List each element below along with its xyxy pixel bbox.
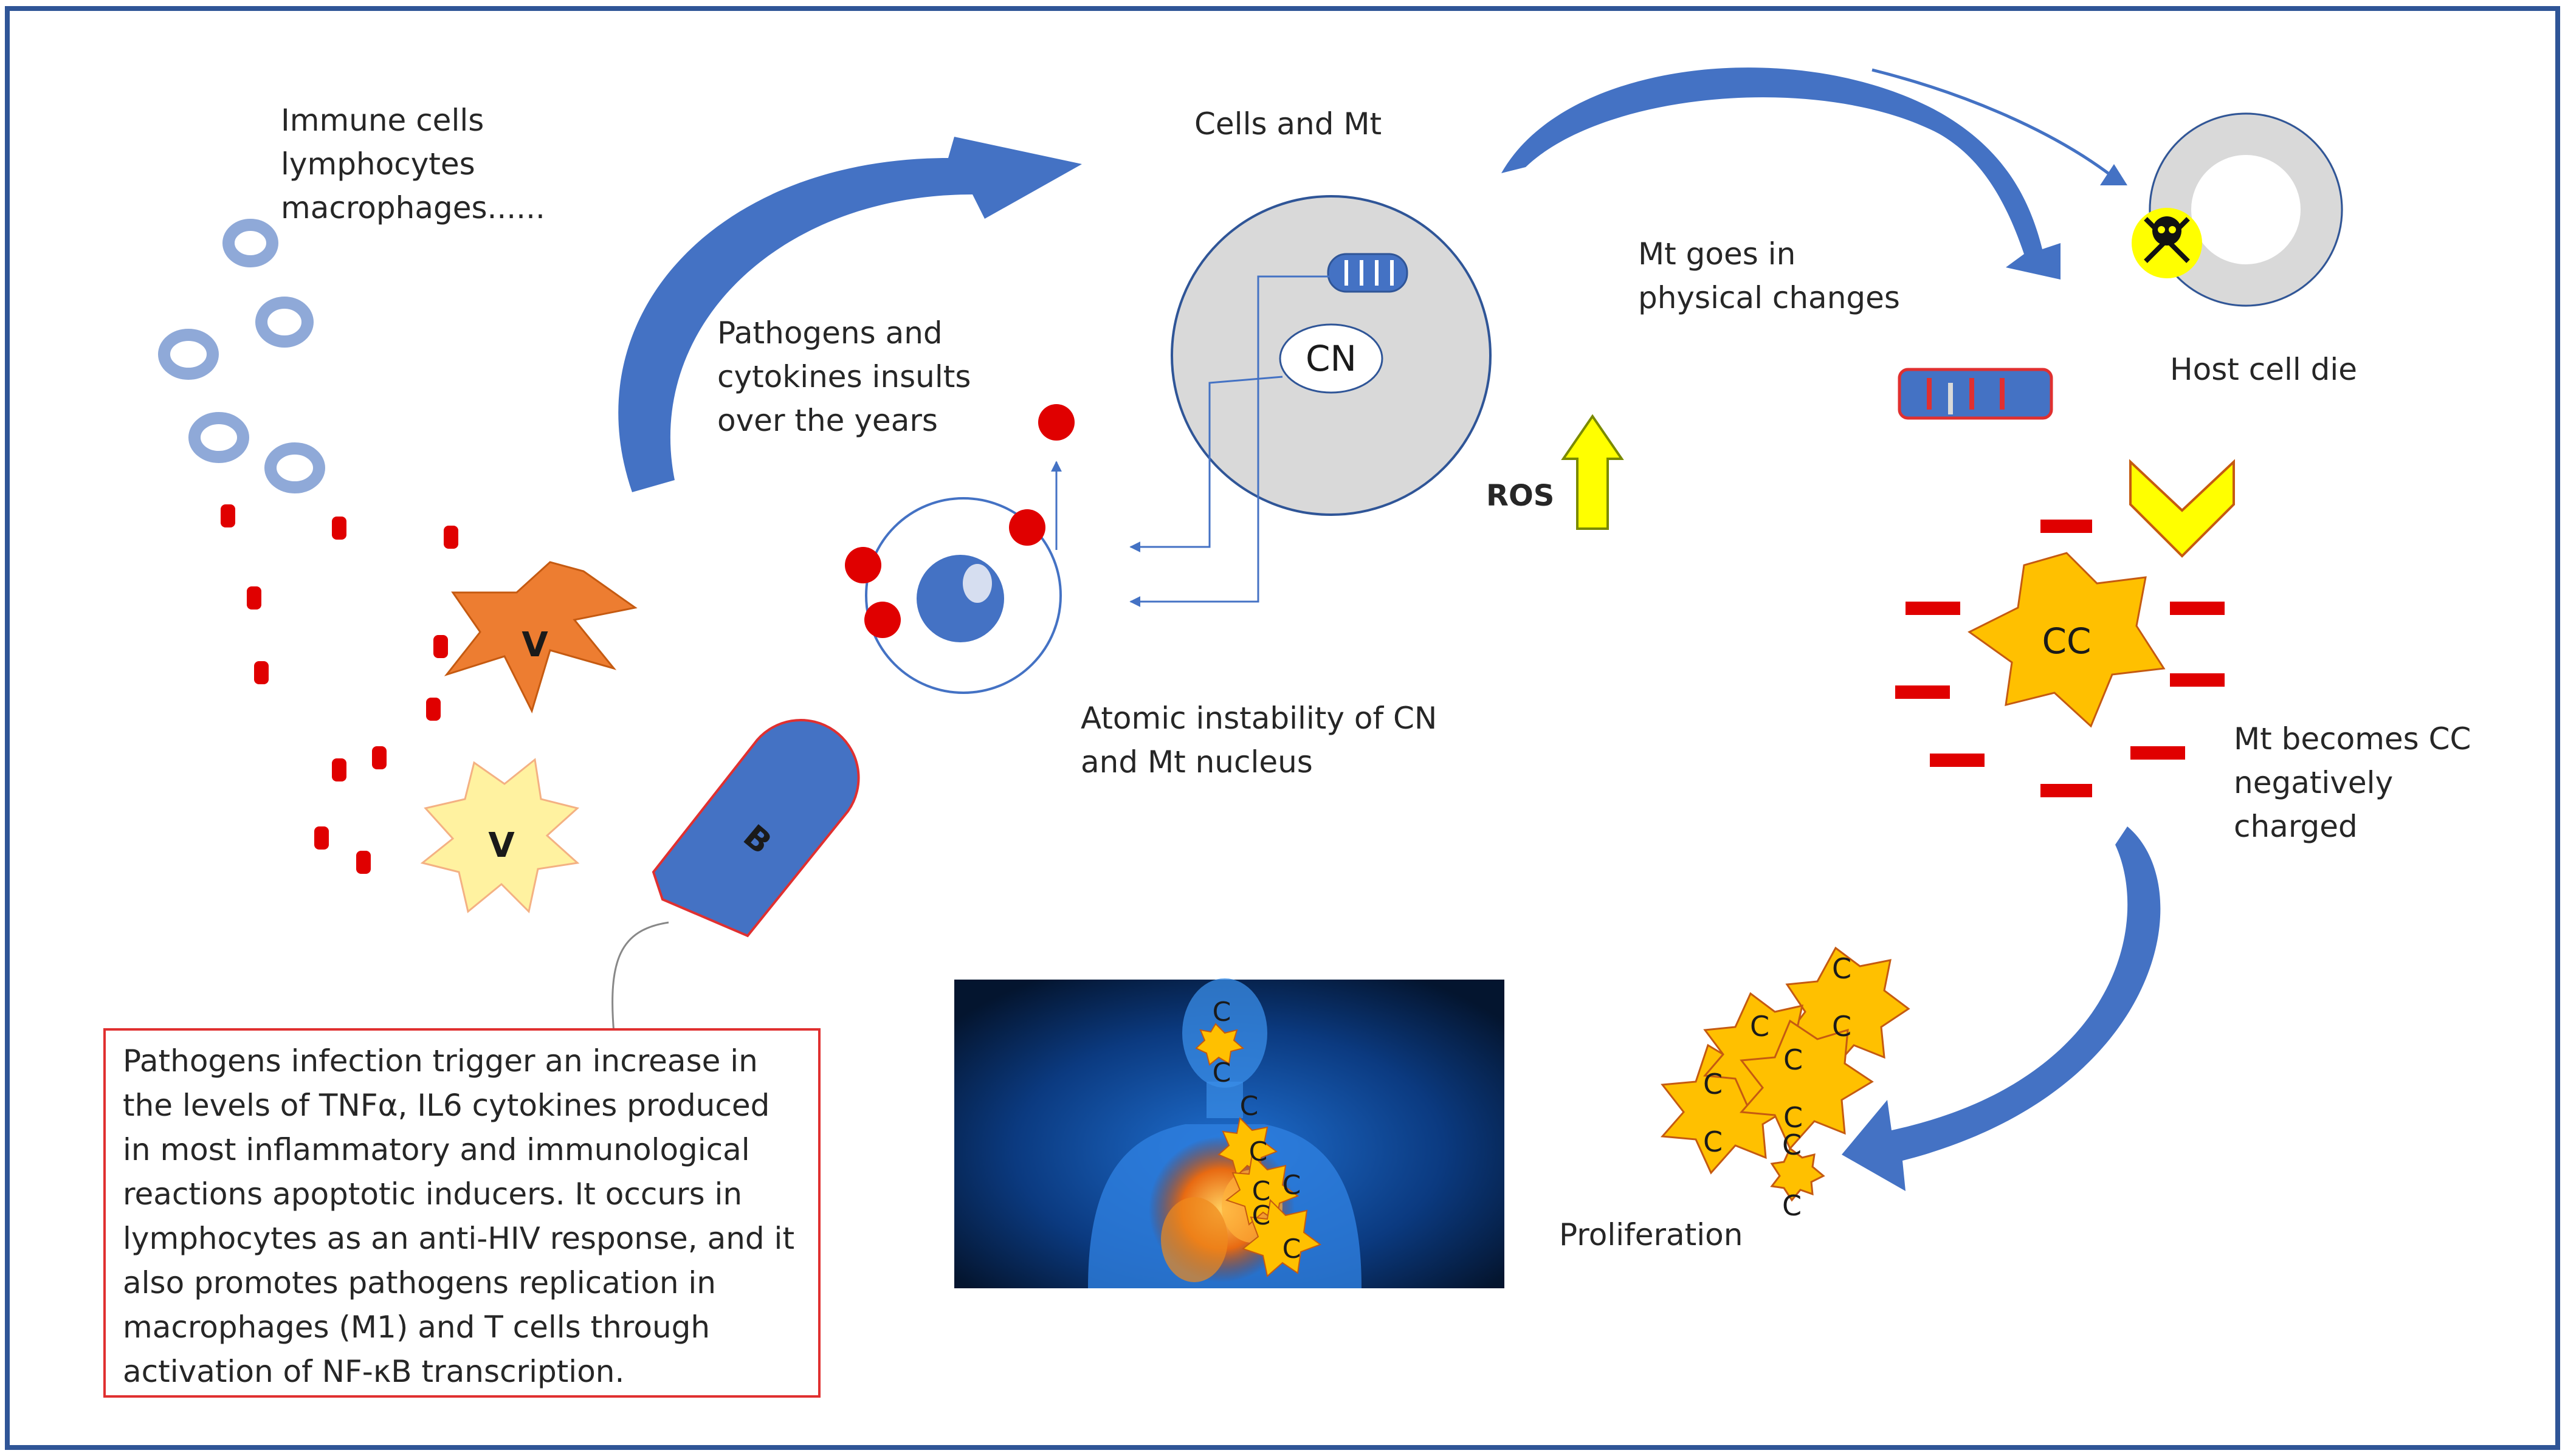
cytokine-dot [426,698,441,721]
negative-charge [2170,673,2225,687]
cytokine-dot [372,746,387,769]
outer-frame [5,6,2560,1450]
host-cell-die-label: Host cell die [2170,352,2358,387]
dying-host-cell-outline [2149,112,2343,307]
atomic-instability-label: Atomic instability of CN and Mt nucleus [1081,701,1437,780]
mt-to-atom-connector [1129,275,1331,607]
bacterium-connector [611,921,669,1034]
negative-charge [2130,746,2185,760]
cells-and-mt-label: Cells and Mt [1194,106,1382,142]
electron [845,547,881,583]
proliferation-label: Proliferation [1559,1217,1743,1252]
atom-nucleus [917,555,1004,642]
c-letter: C [1782,1189,1802,1222]
atom-orbit [865,497,1062,694]
cytokine-dot [247,586,261,610]
mt-becomes-cc-label: Mt becomes CC negatively charged [2234,721,2471,844]
negative-charge [1906,602,1960,615]
negative-charge [2040,520,2092,533]
thin-arrow-tip [2100,164,2127,185]
virus-orange-label: V [522,625,548,665]
human-body-image: C C C C C C C C [954,978,1504,1288]
cancer-cell [1770,1147,1825,1202]
virus-yellow [420,758,580,914]
c-letter: C [1213,1057,1231,1088]
immune-cell [222,219,278,267]
virus-yellow-label: V [488,826,515,865]
immune-cell [264,442,325,493]
c-letter: C [1783,1101,1803,1134]
c-letter: C [1249,1136,1268,1167]
c-letter: C [1782,1128,1802,1161]
negative-charge [2040,784,2092,797]
immune-cells [158,219,325,493]
cytokine-dot [332,517,346,540]
cell-nucleus-cn [1279,323,1383,394]
ros-up-arrow [1561,414,1624,530]
proliferation-c-labels: C C C C C C C C C [1703,952,1851,1222]
thin-arrow-to-cell [1871,68,2113,177]
cancer-cell [1739,1019,1874,1150]
free-electron [1038,404,1075,441]
c-letter: C [1703,1125,1723,1158]
ros-label: ROS [1486,479,1555,513]
changed-mitochondrion-icon [1898,368,2053,420]
cc-label: CC [2042,620,2092,662]
c-letter: C [1703,1068,1723,1101]
c-letter: C [1750,1010,1769,1043]
skull-crossbones-icon [2132,208,2202,278]
negative-charge [1930,754,1985,767]
atom-nucleus-highlight [963,564,992,603]
mitochondrion-icon [1327,253,1408,293]
c-letter: C [1783,1043,1803,1076]
negative-charges [1895,520,2225,797]
cytokine-dot [221,504,235,527]
c-letter: C [1240,1091,1259,1122]
chevron-down-arrow [2129,459,2235,558]
cytokine-dot [332,758,346,781]
c-letter: C [1252,1176,1271,1207]
c-letter: C [1213,997,1231,1028]
cn-label: CN [1306,338,1357,379]
immune-cells-label: Immune cells lymphocytes macrophages....… [281,103,545,225]
proliferating-cancer-cells [1660,946,1910,1202]
cytokine-dot [356,851,371,874]
immune-cell [255,297,314,348]
atom-diagram [845,404,1075,694]
c-letter: C [1832,952,1851,985]
electron [864,602,901,638]
cytokine-particles [221,504,458,874]
pathogens-insults-label: Pathogens and cytokines insults over the… [717,315,971,438]
curved-arrow-pathogens [618,137,1082,492]
immune-cell [188,412,249,463]
cancer-cell-cc [1968,552,2166,728]
c-letter: C [1282,1234,1301,1265]
bacterium: B [652,718,860,938]
cytokine-dot [444,526,458,549]
negative-charge [1895,685,1950,699]
immune-cell [158,329,219,380]
curved-arrow-proliferation [1842,826,2161,1191]
curved-arrow-to-death [1501,67,2061,280]
cytokine-dot [254,661,269,684]
c-letter: C [1252,1200,1271,1231]
cytokine-dot [314,826,329,850]
cytokine-info-box: Pathogens infection trigger an increase … [103,1028,821,1398]
c-letter: C [1832,1010,1851,1043]
electron [1009,509,1045,546]
negative-charge [2170,602,2225,615]
cytokine-dot [433,635,448,658]
virus-orange [444,561,638,714]
mt-physical-changes-label: Mt goes in physical changes [1638,236,1900,315]
cn-to-atom-connector [1129,376,1283,552]
c-letter: C [1282,1170,1301,1201]
